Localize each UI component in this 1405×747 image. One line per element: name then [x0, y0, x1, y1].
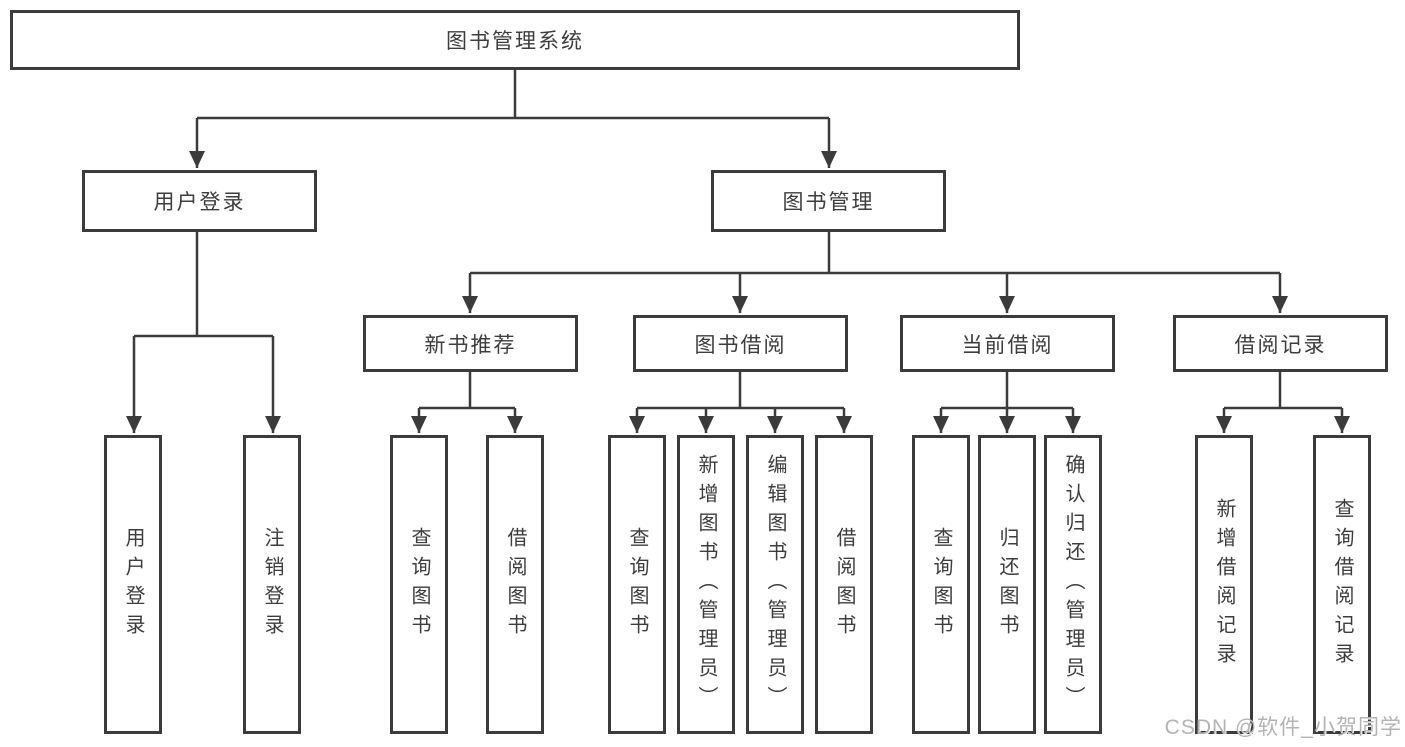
- node-book-borrow: 图书借阅: [633, 315, 848, 372]
- node-current-borrow: 当前借阅: [900, 315, 1115, 372]
- leaf-edit-book-admin-label: 编辑图书（管理员）: [764, 454, 786, 715]
- leaf-confirm-return-admin-label: 确认归还（管理员）: [1062, 454, 1084, 715]
- leaf-borrow-books-newbook: 借阅图书: [486, 435, 544, 734]
- leaf-query-books-newbook: 查询图书: [390, 435, 448, 734]
- leaf-logout: 注销登录: [243, 435, 301, 734]
- leaf-return-book: 归还图书: [978, 435, 1036, 734]
- node-book-management-label: 图书管理: [782, 191, 875, 214]
- leaf-query-books-borrow-label: 查询图书: [626, 526, 648, 643]
- leaf-borrow-books-newbook-label: 借阅图书: [504, 526, 526, 643]
- node-borrow-records: 借阅记录: [1173, 315, 1388, 372]
- leaf-add-borrow-record: 新增借阅记录: [1195, 435, 1253, 734]
- leaf-query-books-current: 查询图书: [912, 435, 970, 734]
- leaf-return-book-label: 归还图书: [996, 526, 1018, 643]
- csdn-watermark: CSDN @软件_小贺同学: [1164, 716, 1402, 739]
- leaf-borrow-books-borrow-label: 借阅图书: [833, 526, 855, 643]
- node-new-book-recommend-label: 新书推荐: [424, 333, 517, 357]
- leaf-logout-label: 注销登录: [261, 526, 283, 643]
- node-current-borrow-label: 当前借阅: [961, 333, 1054, 357]
- leaf-query-borrow-record-label: 查询借阅记录: [1331, 497, 1353, 672]
- node-book-borrow-label: 图书借阅: [694, 333, 787, 357]
- leaf-edit-book-admin: 编辑图书（管理员）: [746, 435, 804, 734]
- leaf-add-book-admin: 新增图书（管理员）: [677, 435, 735, 734]
- node-user-login-label: 用户登录: [153, 191, 246, 214]
- node-borrow-records-label: 借阅记录: [1234, 333, 1327, 357]
- leaf-query-books-newbook-label: 查询图书: [408, 526, 430, 643]
- node-user-login: 用户登录: [82, 170, 317, 232]
- leaf-query-books-borrow: 查询图书: [608, 435, 666, 734]
- leaf-add-borrow-record-label: 新增借阅记录: [1213, 497, 1235, 672]
- node-book-management: 图书管理: [711, 170, 946, 232]
- leaf-query-books-current-label: 查询图书: [930, 526, 952, 643]
- node-root-label: 图书管理系统: [446, 30, 584, 53]
- leaf-borrow-books-borrow: 借阅图书: [815, 435, 873, 734]
- leaf-add-book-admin-label: 新增图书（管理员）: [695, 454, 717, 715]
- node-new-book-recommend: 新书推荐: [363, 315, 578, 372]
- leaf-user-login-label: 用户登录: [122, 526, 144, 643]
- leaf-query-borrow-record: 查询借阅记录: [1313, 435, 1371, 734]
- node-root: 图书管理系统: [10, 10, 1020, 70]
- leaf-confirm-return-admin: 确认归还（管理员）: [1044, 435, 1102, 734]
- leaf-user-login: 用户登录: [104, 435, 162, 734]
